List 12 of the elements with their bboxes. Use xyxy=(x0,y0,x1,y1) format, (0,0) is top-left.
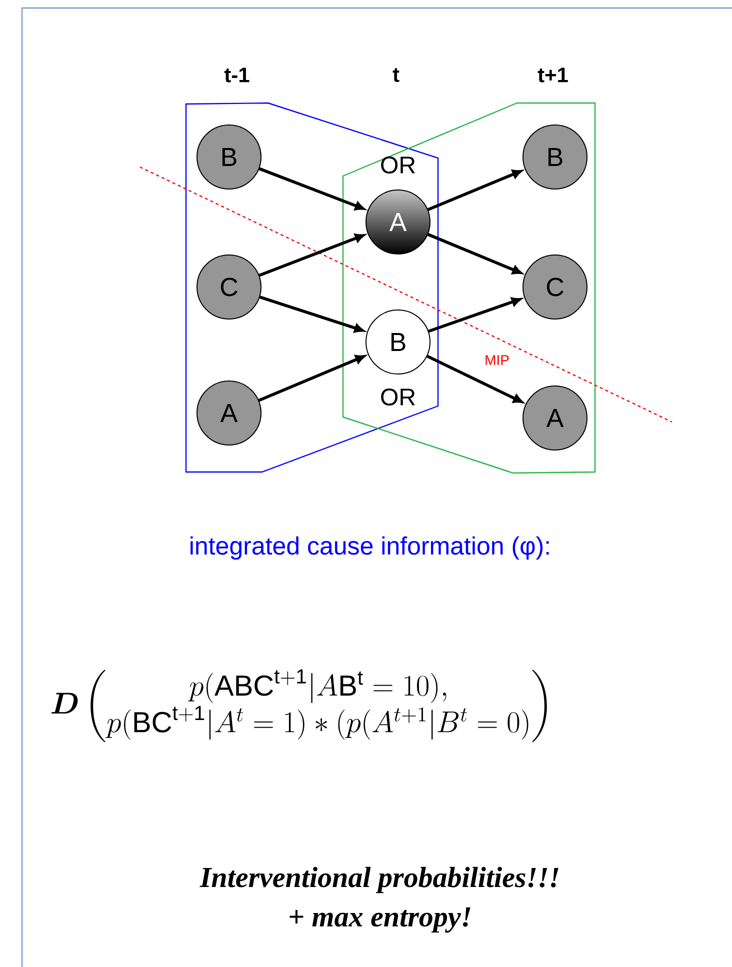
arrow xyxy=(428,297,522,333)
cut-label: MIP xyxy=(486,355,509,365)
note: Interventional probabilities!!! xyxy=(200,866,558,894)
column-header: t-1 xyxy=(224,68,250,82)
section-heading: integrated cause information (φ): xyxy=(190,536,549,560)
column-header: t+1 xyxy=(538,68,568,82)
arrow xyxy=(427,170,522,211)
column-header: t xyxy=(392,68,400,82)
arrow xyxy=(427,233,522,274)
arrow xyxy=(426,354,523,404)
note: + max entropy! xyxy=(290,907,470,933)
formula: $\boldsymbol{D}\left(\begin{matrix} p(\mathrm{ABC}^{\mathrm{t+1}}|A\mathrm{B}^{\mathrm{t}}=10), \\ p(\mathrm{BC}^{\mathrm{t+1}}|A^{t}=1)*(p(A^{t+1}|B^{t}=0) \end{matrix}\right)$ xyxy=(51,669,547,742)
